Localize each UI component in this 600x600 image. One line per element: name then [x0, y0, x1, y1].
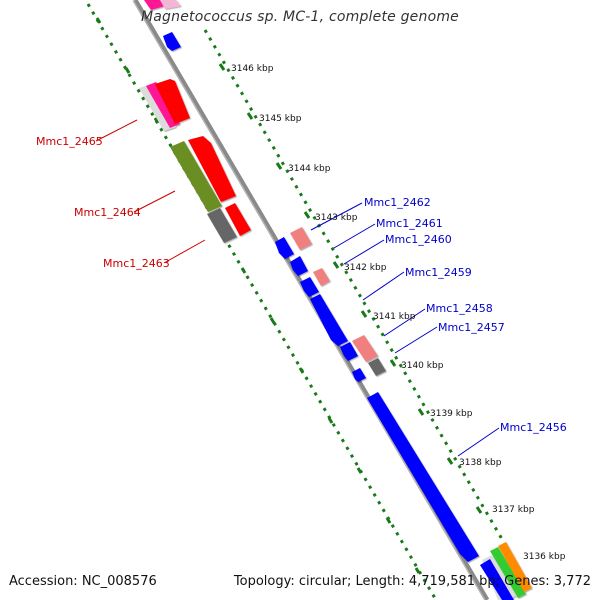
gene-label-reverse[interactable]: Mmc1_2456 [500, 421, 567, 434]
tick-label: 3141 kbp [373, 312, 416, 322]
gene-top-blue[interactable] [163, 32, 181, 51]
gene-2463-gray[interactable] [207, 208, 237, 243]
gene-2464-olive[interactable] [170, 141, 222, 212]
gene-2465-red[interactable] [155, 79, 190, 124]
gene-2457-small[interactable] [352, 368, 366, 382]
gene-2458-rna[interactable] [352, 335, 378, 362]
tick-label: 3139 kbp [430, 409, 473, 419]
reverse-strand-genes [163, 32, 532, 600]
reverse-gene-labels: Mmc1_2462 Mmc1_2461 Mmc1_2460 Mmc1_2459 … [364, 196, 567, 434]
gene-label-forward[interactable]: Mmc1_2463 [103, 257, 170, 270]
gene-label-reverse[interactable]: Mmc1_2457 [438, 321, 505, 334]
gene-label-reverse[interactable]: Mmc1_2461 [376, 217, 443, 230]
gene-label-forward[interactable]: Mmc1_2465 [36, 135, 103, 148]
tick-label: 3146 kbp [231, 64, 274, 74]
gene-2456-blue[interactable] [367, 392, 479, 562]
gene-label-forward[interactable]: Mmc1_2464 [74, 206, 141, 219]
gene-2464-red[interactable] [188, 136, 236, 202]
gene-bottom-blue[interactable] [480, 559, 514, 600]
gene-2459-blue[interactable] [300, 277, 319, 297]
tick-label: 3138 kbp [459, 458, 502, 468]
gene-bottom-orange[interactable] [498, 542, 532, 592]
forward-label-leaders [95, 119, 206, 264]
tick-label: 3142 kbp [344, 263, 387, 273]
gene-bottom-green[interactable] [490, 547, 526, 598]
gene-top-white[interactable] [160, 0, 181, 9]
accession-text: Accession: NC_008576 [9, 574, 157, 589]
gene-2459-long[interactable] [310, 294, 348, 346]
gene-label-reverse[interactable]: Mmc1_2460 [385, 233, 452, 246]
gene-label-reverse[interactable]: Mmc1_2462 [364, 196, 431, 209]
gene-2461-blue[interactable] [290, 256, 308, 276]
gene-top-pink[interactable] [144, 0, 165, 10]
gene-label-reverse[interactable]: Mmc1_2459 [405, 266, 472, 279]
outer-dotted-ruler-left [86, 3, 438, 600]
reverse-label-leaders [310, 202, 500, 457]
gene-2457-gray[interactable] [368, 358, 386, 376]
gene-label-reverse[interactable]: Mmc1_2458 [426, 302, 493, 315]
gene-2462-rna[interactable] [290, 227, 312, 250]
tick-label: 3140 kbp [401, 361, 444, 371]
gene-2462-blue[interactable] [275, 237, 294, 259]
outer-dotted-ruler-right [203, 29, 522, 571]
gene-2463-red[interactable] [225, 203, 251, 236]
genome-stats-text: Topology: circular; Length: 4,719,581 bp… [233, 574, 591, 589]
tick-label: 3136 kbp [523, 552, 566, 562]
forward-gene-labels: Mmc1_2465 Mmc1_2464 Mmc1_2463 [36, 135, 170, 270]
genome-title: Magnetococcus sp. MC-1, complete genome [141, 9, 459, 25]
forward-strand-genes [139, 0, 251, 243]
left-ruler-ticks [95, 17, 421, 574]
tick-label: 3144 kbp [288, 164, 331, 174]
tick-label: 3145 kbp [259, 114, 302, 124]
tick-label: 3137 kbp [492, 505, 535, 515]
tick-label: 3143 kbp [315, 213, 358, 223]
gene-2460-rna[interactable] [313, 268, 330, 286]
gene-2457-blue[interactable] [340, 342, 358, 361]
tick-labels: 3146 kbp 3145 kbp 3144 kbp 3143 kbp 3142… [231, 64, 566, 562]
